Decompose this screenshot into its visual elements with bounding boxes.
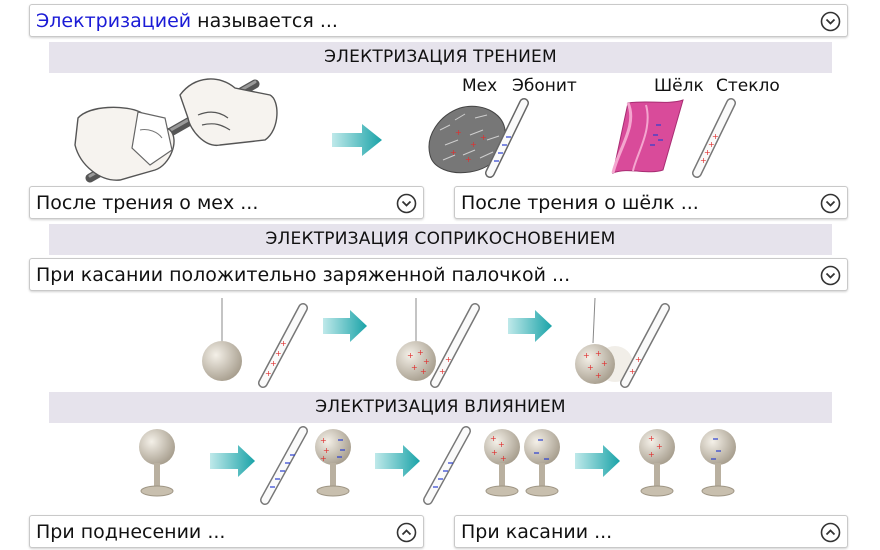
svg-text:+: + (587, 363, 594, 372)
glass-rod-illustration: ++++ (692, 98, 736, 178)
svg-text:+: + (708, 140, 715, 149)
label-ebonite: Эбонит (512, 76, 577, 96)
dropdown-text: При поднесении ... (36, 520, 226, 543)
dropdown-text: При касании ... (461, 520, 613, 543)
dropdown-after-silk[interactable]: После трения о шёлк ... (454, 186, 848, 219)
induction-process-illustration: +++ ++++ +++ (139, 426, 736, 505)
svg-text:+: + (423, 357, 430, 366)
svg-text:+: + (455, 128, 462, 137)
section-contact-header: ЭЛЕКТРИЗАЦИЯ СОПРИКОСНОВЕНИЕМ (49, 224, 832, 255)
svg-text:+: + (595, 371, 602, 380)
chevron-down-circle-icon[interactable] (396, 193, 417, 214)
ebonite-rod-illustration (485, 98, 529, 178)
svg-text:+: + (700, 156, 707, 165)
label-glass: Стекло (716, 76, 780, 96)
svg-text:+: + (465, 155, 472, 164)
svg-text:+: + (470, 140, 477, 149)
contact-process-illustration: ++++ +++++ ++ +++++ ++ (202, 297, 670, 388)
section-friction-header: ЭЛЕКТРИЗАЦИЯ ТРЕНИЕМ (49, 42, 832, 73)
svg-text:+: + (280, 339, 287, 348)
svg-text:+: + (490, 434, 497, 443)
svg-text:+: + (629, 367, 636, 376)
svg-text:+: + (445, 355, 452, 364)
dropdown-electrification-definition[interactable]: Электризацией называется ... (29, 4, 848, 37)
svg-text:+: + (411, 363, 418, 372)
label-silk: Шёлк (654, 76, 704, 96)
dropdown-approach[interactable]: При поднесении ... (29, 515, 424, 548)
svg-text:+: + (712, 132, 719, 141)
svg-text:+: + (491, 448, 498, 457)
svg-text:+: + (270, 359, 277, 368)
dropdown-text: После трения о шёлк ... (461, 191, 699, 214)
dropdown-after-fur[interactable]: После трения о мех ... (29, 186, 424, 219)
svg-text:+: + (648, 450, 655, 459)
svg-text:+: + (323, 446, 330, 455)
label-fur: Мех (462, 76, 498, 96)
svg-text:+: + (320, 436, 327, 445)
svg-text:+: + (265, 369, 272, 378)
svg-text:+: + (635, 355, 642, 364)
svg-text:+: + (439, 367, 446, 376)
chevron-down-circle-icon[interactable] (820, 11, 841, 32)
svg-text:+: + (420, 367, 427, 376)
svg-text:+: + (275, 349, 282, 358)
svg-text:+: + (583, 351, 590, 360)
dropdown-text: При касании положительно заряженной пало… (36, 263, 571, 286)
dropdown-contact-positive[interactable]: При касании положительно заряженной пало… (29, 258, 848, 291)
chevron-down-circle-icon[interactable] (820, 193, 841, 214)
chevron-up-circle-icon[interactable] (820, 522, 841, 543)
svg-text:+: + (648, 434, 655, 443)
svg-text:+: + (320, 454, 327, 463)
svg-text:+: + (704, 148, 711, 157)
svg-text:+: + (500, 454, 507, 463)
svg-text:+: + (498, 440, 505, 449)
process-arrow-icon (332, 124, 382, 156)
svg-text:+: + (595, 349, 602, 358)
svg-text:+: + (450, 148, 457, 157)
silk-cloth-illustration (611, 99, 684, 174)
chevron-up-circle-icon[interactable] (396, 522, 417, 543)
dropdown-text: После трения о мех ... (36, 191, 259, 214)
chevron-down-circle-icon[interactable] (820, 265, 841, 286)
svg-text:+: + (417, 348, 424, 357)
hand-rubbing-rod-illustration (74, 78, 278, 183)
svg-text:+: + (601, 359, 608, 368)
dropdown-text: Электризацией называется ... (36, 9, 338, 32)
section-induction-header: ЭЛЕКТРИЗАЦИЯ ВЛИЯНИЕМ (49, 392, 832, 423)
svg-text:+: + (656, 442, 663, 451)
dropdown-touch[interactable]: При касании ... (454, 515, 848, 548)
fur-illustration: +++++ (428, 105, 506, 174)
svg-text:+: + (480, 133, 487, 142)
svg-text:+: + (407, 351, 414, 360)
